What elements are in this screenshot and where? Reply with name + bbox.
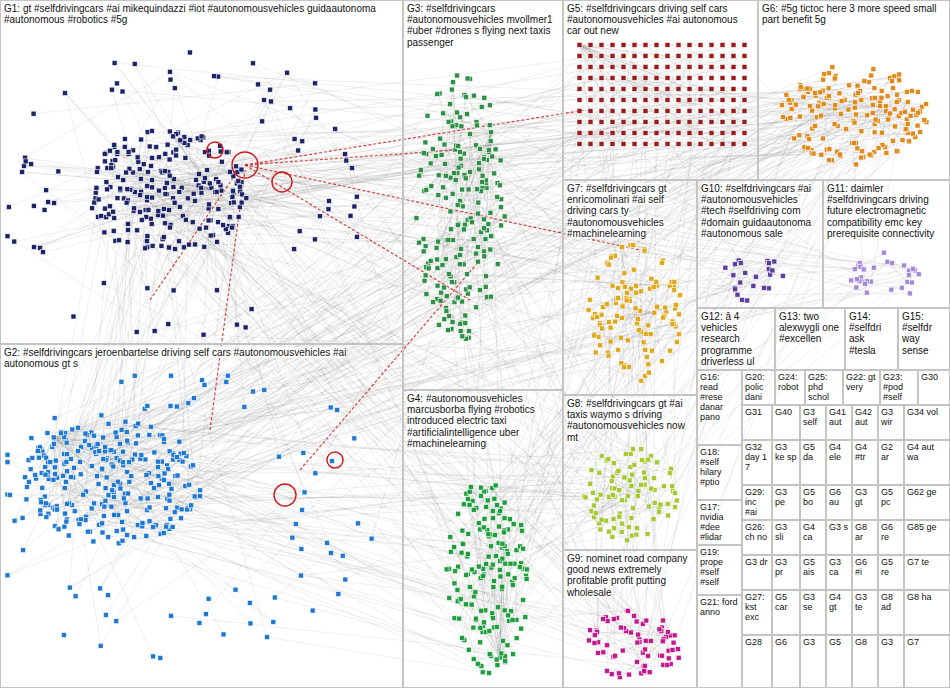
network-canvas: G1: gt #selfdrivingcars #ai mikequindazz… bbox=[0, 0, 950, 688]
